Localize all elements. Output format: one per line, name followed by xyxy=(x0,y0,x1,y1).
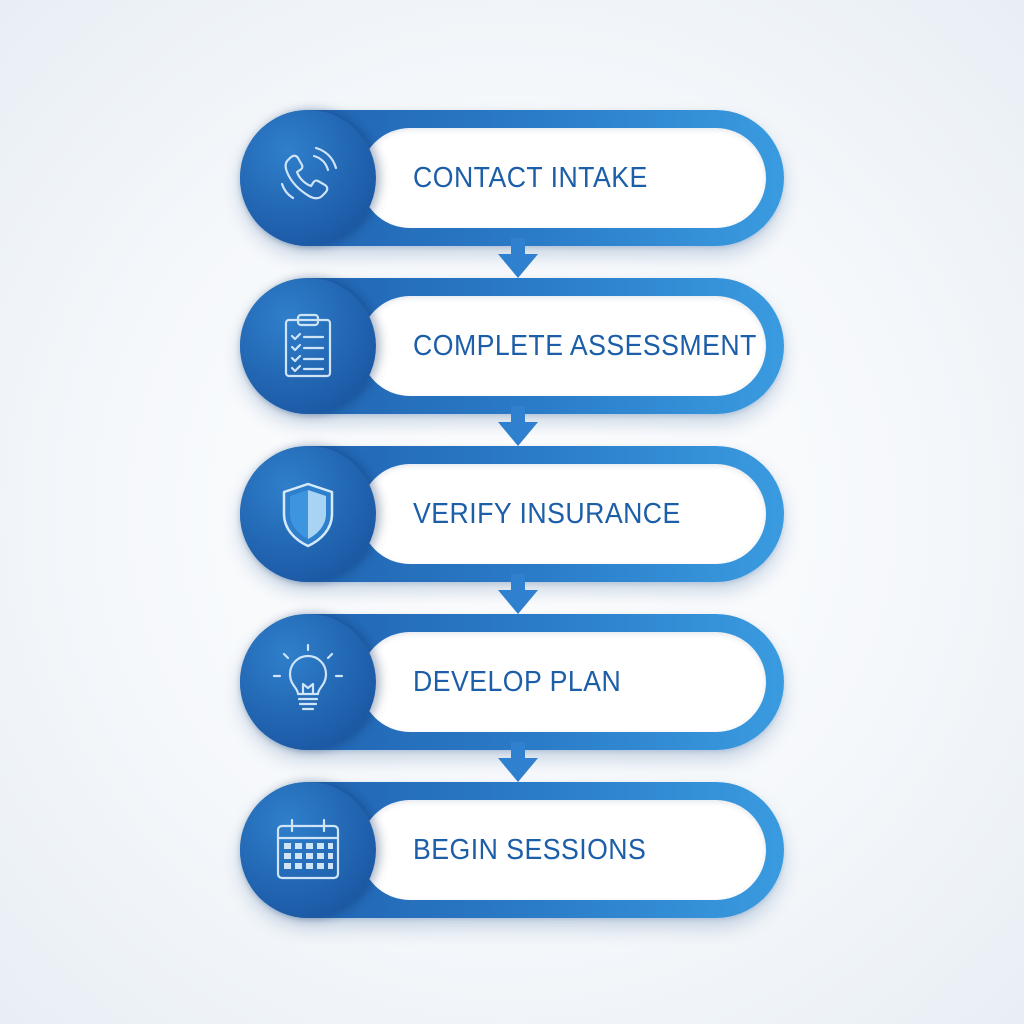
step-begin-sessions: BEGIN SESSIONS xyxy=(240,782,784,918)
shield-icon xyxy=(240,446,376,582)
lightbulb-icon xyxy=(240,614,376,750)
step-label: DEVELOP PLAN xyxy=(413,666,622,698)
arrow-down-icon xyxy=(498,742,538,782)
step-label: BEGIN SESSIONS xyxy=(413,834,647,866)
step-bar xyxy=(360,464,766,564)
step-label: CONTACT INTAKE xyxy=(413,162,648,194)
step-bar xyxy=(360,296,766,396)
arrow-down-icon xyxy=(498,574,538,614)
process-flow: CONTACT INTAKE COMPLETE ASSESSMENT xyxy=(240,110,784,920)
arrow-down-icon xyxy=(498,406,538,446)
calendar-icon xyxy=(240,782,376,918)
step-contact-intake: CONTACT INTAKE xyxy=(240,110,784,246)
step-label: COMPLETE ASSESSMENT xyxy=(413,330,757,362)
step-bar xyxy=(360,632,766,732)
step-bar xyxy=(360,800,766,900)
step-verify-insurance: VERIFY INSURANCE xyxy=(240,446,784,582)
step-complete-assessment: COMPLETE ASSESSMENT xyxy=(240,278,784,414)
step-bar xyxy=(360,128,766,228)
clipboard-checklist-icon xyxy=(240,278,376,414)
step-label: VERIFY INSURANCE xyxy=(413,498,681,530)
arrow-down-icon xyxy=(498,238,538,278)
step-develop-plan: DEVELOP PLAN xyxy=(240,614,784,750)
phone-icon xyxy=(240,110,376,246)
